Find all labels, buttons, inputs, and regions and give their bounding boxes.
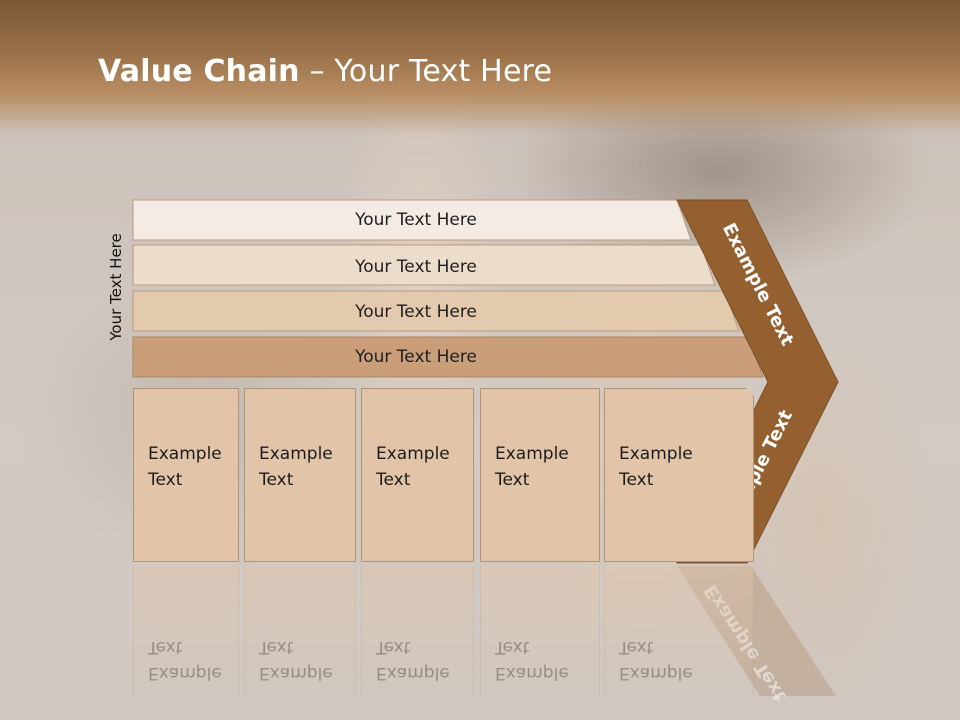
cell-4-line2: Text [495, 470, 530, 490]
cell-5-line2: Text [619, 470, 654, 490]
bar-1-label: Your Text Here [354, 210, 477, 230]
bar-2 [132, 244, 716, 286]
cell-1-line2: Text [148, 470, 183, 490]
title-band [0, 0, 960, 135]
bar-3 [132, 290, 740, 332]
cell-4-line1: Example [495, 444, 569, 464]
chevron-reflection [677, 566, 836, 696]
cell-3-line1: Example [376, 444, 450, 464]
bar-4-label: Your Text Here [354, 347, 477, 367]
cell-3-line2: Text [376, 470, 411, 490]
bar-3-label: Your Text Here [354, 302, 477, 322]
bar-4 [132, 336, 764, 378]
bar-1 [132, 199, 692, 241]
cell-1-line1: Example [148, 444, 222, 464]
cell-2-line2: Text [259, 470, 294, 490]
title-bold: Value Chain [98, 54, 300, 89]
cell-5-line1: Example [619, 444, 693, 464]
slide-title: Value Chain – Your Text Here [98, 54, 552, 89]
cell-2-line1: Example [259, 444, 333, 464]
bar-2-label: Your Text Here [354, 257, 477, 277]
title-rest: – Your Text Here [299, 54, 553, 89]
value-chain-chevron [676, 199, 839, 564]
